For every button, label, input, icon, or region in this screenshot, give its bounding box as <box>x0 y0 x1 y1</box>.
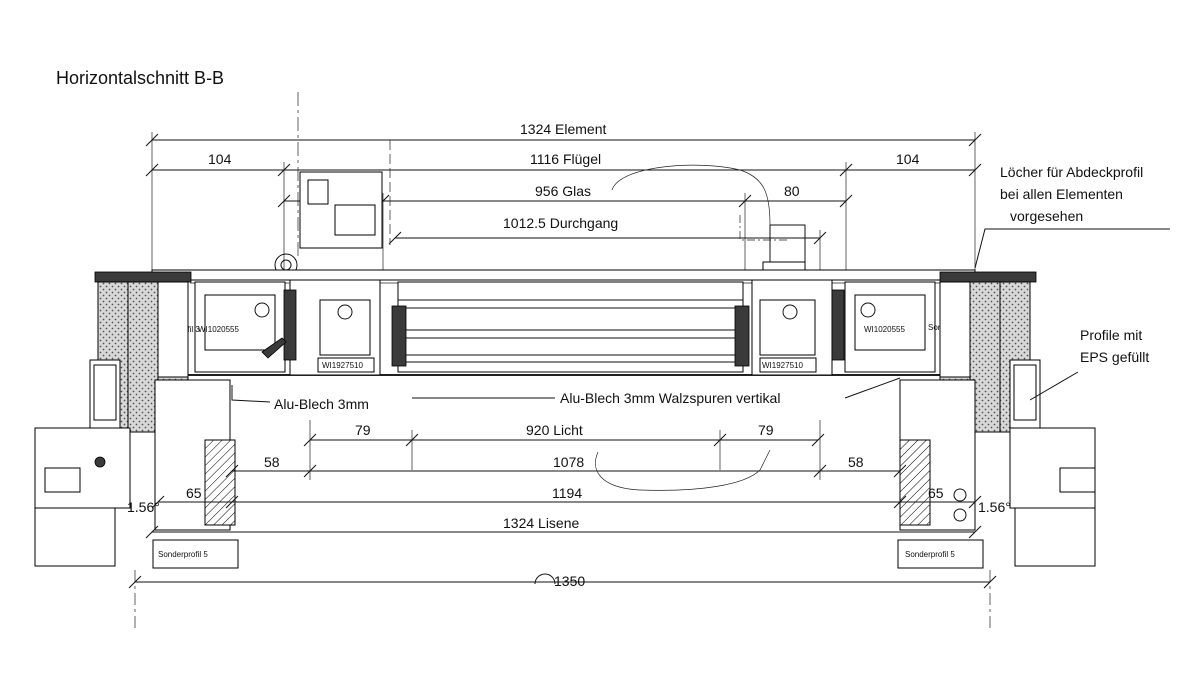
dim-left-angle: 1.56° <box>127 499 160 515</box>
dim-1078: 1078 <box>553 454 584 470</box>
dim-element: 1324 Element <box>520 121 607 137</box>
dim-left-58: 58 <box>264 454 280 470</box>
dim-left-65: 65 <box>186 485 202 501</box>
note-abdeck-line3: vorgesehen <box>1010 208 1083 224</box>
note-alu-center: Alu-Blech 3mm Walzspuren vertikal <box>560 390 780 406</box>
dim-right-65: 65 <box>928 485 944 501</box>
label-right-special: Sonderprofil 5 <box>905 550 955 559</box>
note-abdeck-line2: bei allen Elementen <box>1000 186 1123 202</box>
note-alu-left: Alu-Blech 3mm <box>274 396 369 412</box>
dim-lisene: 1324 Lisene <box>503 515 580 531</box>
dim-right-angle: 1.56° <box>978 499 1011 515</box>
drawing-title: Horizontalschnitt B-B <box>56 68 224 88</box>
dim-right-104: 104 <box>896 151 920 167</box>
note-eps-line1: Profile mit <box>1080 327 1142 343</box>
dim-right-58: 58 <box>848 454 864 470</box>
dim-1194: 1194 <box>552 485 582 501</box>
note-eps-line2: EPS gefüllt <box>1080 349 1149 365</box>
label-right-outer: WI1020555 <box>864 325 905 334</box>
dim-left-104: 104 <box>208 151 232 167</box>
label-right-inner: WI1927510 <box>762 361 803 370</box>
label-left-special: Sonderprofil 5 <box>158 550 208 559</box>
dim-1350: 1350 <box>554 573 585 589</box>
note-abdeck-line1: Löcher für Abdeckprofil <box>1000 164 1143 180</box>
dim-left-79: 79 <box>355 422 371 438</box>
bottom-dimensions: Alu-Blech 3mm Alu-Blech 3mm Walzspuren v… <box>127 377 1011 628</box>
frame-section: WI1020555 WI1927510 WI1927510 WI1020555 … <box>34 269 1096 569</box>
top-dimensions: 1324 Element 104 1116 Flügel 104 80 956 … <box>145 92 982 277</box>
dim-right-79: 79 <box>758 422 774 438</box>
dim-fluegel: 1116 Flügel <box>530 151 601 167</box>
dim-licht: 920 Licht <box>526 422 583 438</box>
label-left-outer: WI1020555 <box>198 325 239 334</box>
notes: Löcher für Abdeckprofil bei allen Elemen… <box>974 164 1170 401</box>
dim-durchgang: 1012.5 Durchgang <box>503 215 618 231</box>
label-left-inner: WI1927510 <box>322 361 363 370</box>
dim-right-80: 80 <box>784 183 800 199</box>
dim-glas: 956 Glas <box>535 183 591 199</box>
